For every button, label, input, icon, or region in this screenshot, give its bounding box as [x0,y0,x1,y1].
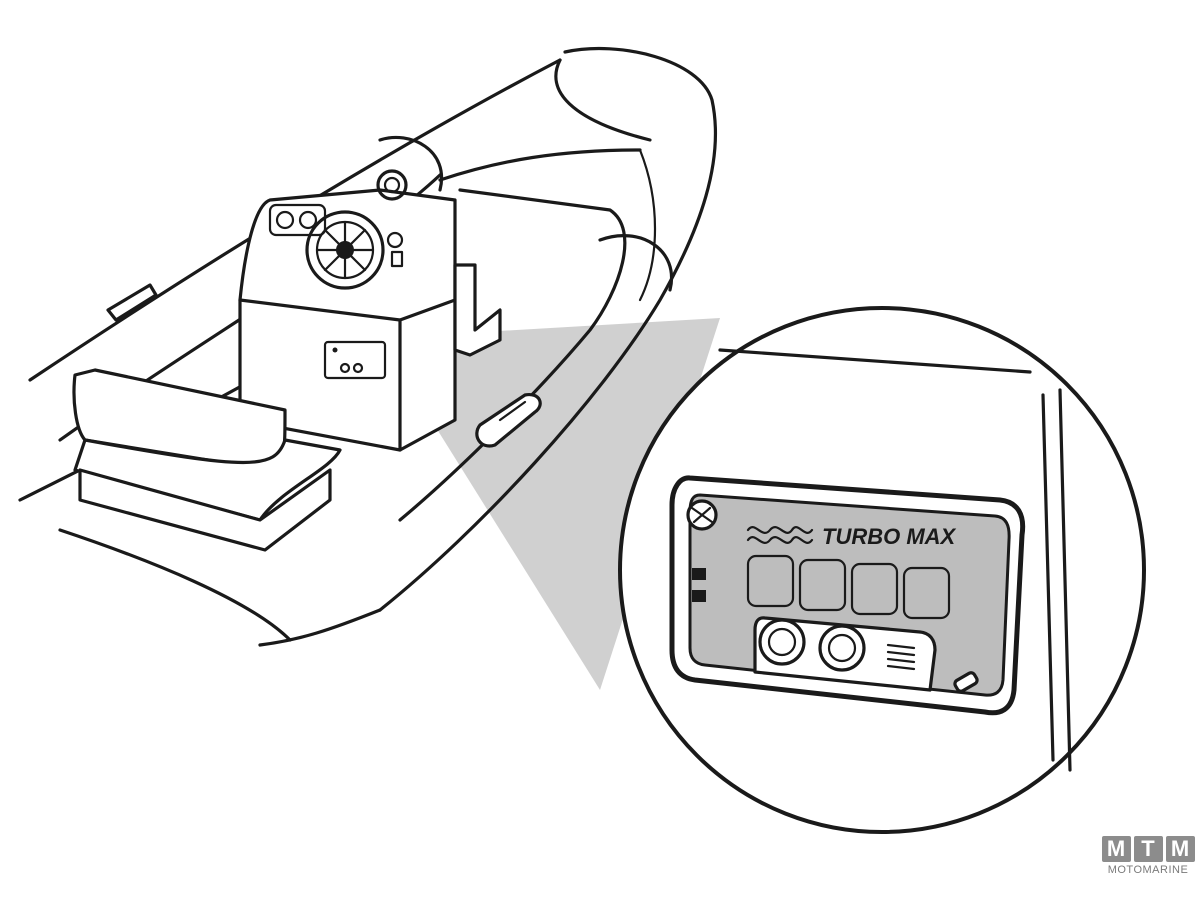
side-seat [453,263,502,357]
cleat-left [106,283,158,322]
zoom-projection-shadow [380,318,720,690]
speaker-grille [886,643,916,671]
logo-subtitle: MOTOMARINE [1107,864,1189,876]
motomarine-logo: M T M MOTOMARINE [1100,836,1196,880]
indicator-bottom [692,590,706,602]
logo-letter: T [1133,836,1163,862]
display-brand-text: TURBO MAX [822,524,957,549]
cleat-right [475,392,542,448]
bow-cushion [378,135,674,292]
turbo-max-display-unit: TURBO MAX [669,475,1026,716]
bench-seat [72,368,342,552]
indicator-top [692,568,706,580]
digit-cells [746,554,951,620]
steering-console [238,169,457,452]
logo-letter: M [1165,836,1195,862]
logo-letters: M T M [1100,836,1196,862]
logo-letter: M [1101,836,1131,862]
